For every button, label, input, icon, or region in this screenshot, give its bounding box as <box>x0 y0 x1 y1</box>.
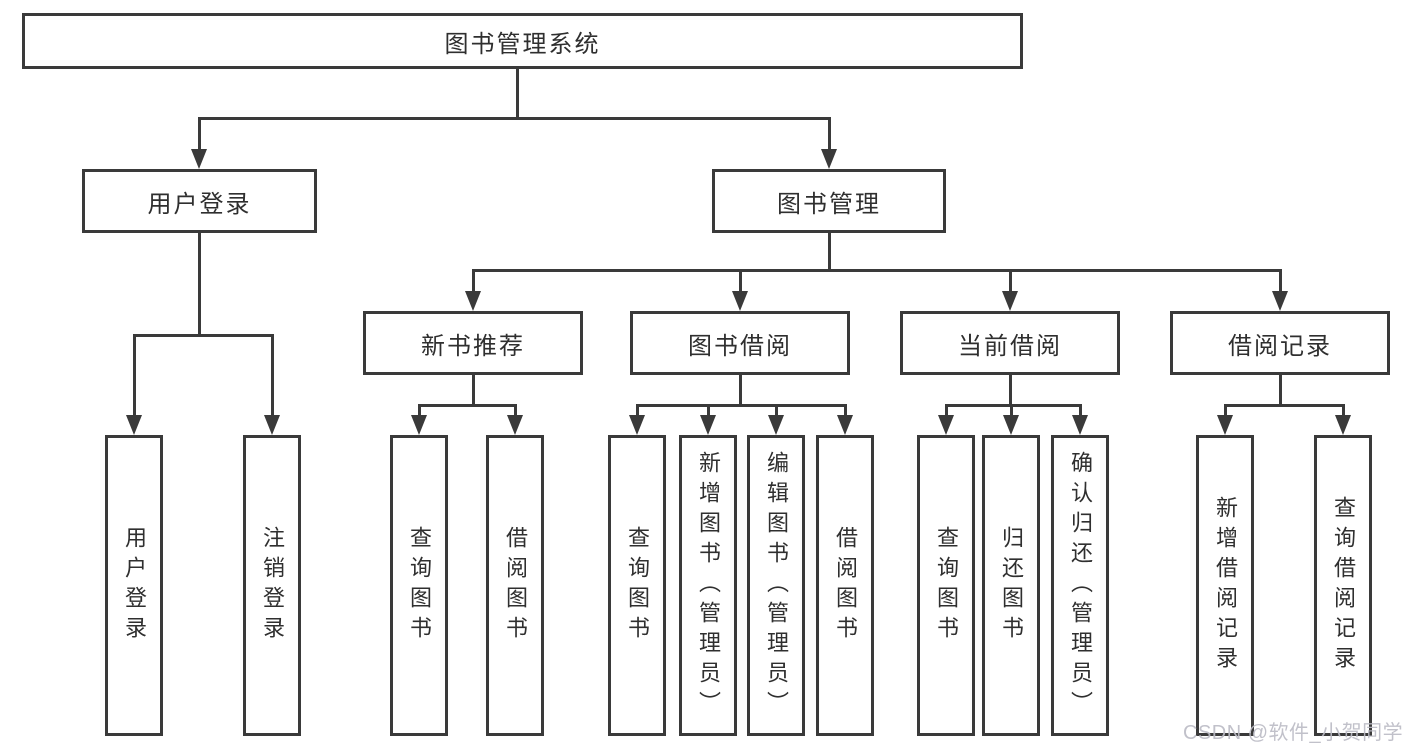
leaf-label: 编辑图书（管理员） <box>764 450 789 721</box>
leaf-return-books: 归还图书 <box>982 435 1040 736</box>
connector <box>133 334 136 416</box>
connector <box>945 404 948 417</box>
connector <box>1079 404 1082 417</box>
node-current-borrowing-label: 当前借阅 <box>958 332 1062 360</box>
csdn-watermark: CSDN @软件_小贺同学 <box>1183 722 1404 744</box>
node-user-login-label: 用户登录 <box>147 190 252 218</box>
arrow-down-icon <box>507 415 523 435</box>
leaf-label: 新增借阅记录 <box>1213 495 1238 676</box>
connector <box>1010 404 1013 417</box>
connector <box>516 69 519 118</box>
leaf-label: 归还图书 <box>999 525 1024 646</box>
connector <box>775 404 778 417</box>
node-root-system: 图书管理系统 <box>22 13 1023 69</box>
leaf-label: 新增图书（管理员） <box>696 450 721 721</box>
connector <box>828 117 831 150</box>
arrow-down-icon <box>700 415 716 435</box>
leaf-label: 借阅图书 <box>833 525 858 646</box>
node-book-borrowing: 图书借阅 <box>630 311 850 375</box>
connector <box>1224 404 1227 417</box>
arrow-down-icon <box>837 415 853 435</box>
arrow-down-icon <box>411 415 427 435</box>
leaf-query-books-current: 查询图书 <box>917 435 975 736</box>
node-current-borrowing: 当前借阅 <box>900 311 1120 375</box>
connector <box>418 404 517 407</box>
connector <box>828 233 831 271</box>
connector <box>739 269 742 293</box>
connector <box>198 117 201 150</box>
leaf-label: 注销登录 <box>260 525 285 646</box>
node-borrow-records-label: 借阅记录 <box>1228 332 1332 360</box>
connector <box>1342 404 1345 417</box>
node-book-management: 图书管理 <box>712 169 946 233</box>
leaf-add-borrow-record: 新增借阅记录 <box>1196 435 1254 736</box>
leaf-label: 查询借阅记录 <box>1331 495 1356 676</box>
node-book-borrowing-label: 图书借阅 <box>688 332 792 360</box>
arrow-down-icon <box>768 415 784 435</box>
leaf-borrow-books: 借阅图书 <box>816 435 874 736</box>
arrow-down-icon <box>126 415 142 435</box>
connector <box>1009 375 1012 406</box>
leaf-add-books-admin: 新增图书（管理员） <box>679 435 737 736</box>
arrow-down-icon <box>1003 415 1019 435</box>
node-book-management-label: 图书管理 <box>777 190 881 218</box>
connector <box>844 404 847 417</box>
connector <box>418 404 421 417</box>
node-root-label: 图书管理系统 <box>444 30 601 58</box>
connector <box>945 404 1082 407</box>
leaf-label: 查询图书 <box>407 525 432 646</box>
leaf-user-login: 用户登录 <box>105 435 163 736</box>
connector <box>472 269 1282 272</box>
leaf-label: 用户登录 <box>122 525 147 646</box>
leaf-edit-books-admin: 编辑图书（管理员） <box>747 435 805 736</box>
leaf-query-books-borrowing: 查询图书 <box>608 435 666 736</box>
connector <box>472 269 475 293</box>
arrow-down-icon <box>191 149 207 169</box>
leaf-label: 借阅图书 <box>503 525 528 646</box>
connector <box>1279 269 1282 293</box>
leaf-label: 查询图书 <box>934 525 959 646</box>
connector <box>636 404 846 407</box>
arrow-down-icon <box>732 291 748 311</box>
leaf-query-borrow-record: 查询借阅记录 <box>1314 435 1372 736</box>
node-new-book-recommend: 新书推荐 <box>363 311 583 375</box>
connector <box>271 334 274 416</box>
node-borrow-records: 借阅记录 <box>1170 311 1390 375</box>
leaf-query-books-recommend: 查询图书 <box>390 435 448 736</box>
connector <box>1224 404 1344 407</box>
connector <box>472 375 475 406</box>
leaf-borrow-books-recommend: 借阅图书 <box>486 435 544 736</box>
leaf-label: 确认归还（管理员） <box>1068 450 1093 721</box>
connector <box>514 404 517 417</box>
connector <box>1279 375 1282 406</box>
arrow-down-icon <box>465 291 481 311</box>
connector <box>198 232 201 336</box>
connector <box>707 404 710 417</box>
connector <box>636 404 639 417</box>
leaf-logout: 注销登录 <box>243 435 301 736</box>
arrow-down-icon <box>1272 291 1288 311</box>
leaf-label: 查询图书 <box>625 525 650 646</box>
arrow-down-icon <box>264 415 280 435</box>
arrow-down-icon <box>938 415 954 435</box>
arrow-down-icon <box>1002 291 1018 311</box>
node-user-login: 用户登录 <box>82 169 317 233</box>
arrow-down-icon <box>1217 415 1233 435</box>
arrow-down-icon <box>821 149 837 169</box>
connector <box>198 117 830 120</box>
arrow-down-icon <box>1072 415 1088 435</box>
arrow-down-icon <box>1335 415 1351 435</box>
node-new-book-recommend-label: 新书推荐 <box>421 332 525 360</box>
connector <box>739 375 742 406</box>
arrow-down-icon <box>629 415 645 435</box>
connector <box>1009 269 1012 293</box>
connector <box>133 334 274 337</box>
leaf-confirm-return-admin: 确认归还（管理员） <box>1051 435 1109 736</box>
